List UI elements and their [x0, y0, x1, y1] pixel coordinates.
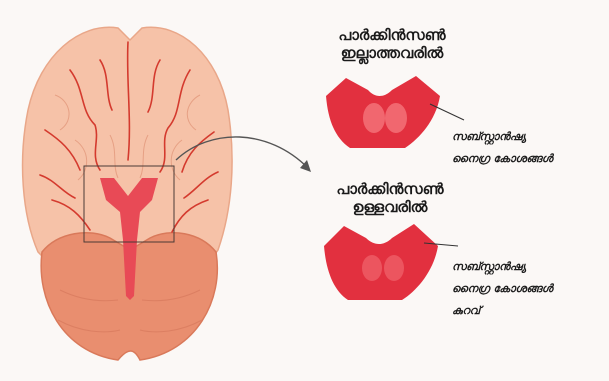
brain-illustration	[23, 27, 233, 360]
top-title: പാർക്കിൻസൺ ഇല്ലാത്തവരിൽ	[322, 26, 462, 62]
bottom-title-line2: ഉള്ളവരിൽ	[320, 198, 460, 216]
bottom-title: പാർക്കിൻസൺ ഉള്ളവരിൽ	[320, 180, 460, 216]
bottom-side-label: സബ്സ്റ്റാൻഷ്യ നൈഗ്ര കോശങ്ങൾ കുറവ്	[452, 256, 553, 322]
bottom-side-line3: കുറവ്	[452, 300, 553, 322]
top-side-line2: നൈഗ്ര കോശങ്ങൾ	[452, 148, 553, 170]
midbrain-shape-bottom	[324, 224, 438, 300]
top-side-line1: സബ്സ്റ്റാൻഷ്യ	[452, 126, 553, 148]
substantia-nigra-top-right	[385, 103, 407, 133]
substantia-nigra-top-left	[363, 103, 385, 133]
bottom-side-line2: നൈഗ്ര കോശങ്ങൾ	[452, 278, 553, 300]
top-title-line1: പാർക്കിൻസൺ	[322, 26, 462, 44]
top-title-line2: ഇല്ലാത്തവരിൽ	[322, 44, 462, 62]
bottom-title-line1: പാർക്കിൻസൺ	[320, 180, 460, 198]
bottom-side-line1: സബ്സ്റ്റാൻഷ്യ	[452, 256, 553, 278]
substantia-nigra-bottom-left	[362, 255, 382, 281]
top-side-label: സബ്സ്റ്റാൻഷ്യ നൈഗ്ര കോശങ്ങൾ	[452, 126, 553, 170]
substantia-nigra-bottom-right	[384, 255, 404, 281]
midbrain-normal	[326, 76, 464, 148]
midbrain-parkinsons	[324, 224, 458, 300]
